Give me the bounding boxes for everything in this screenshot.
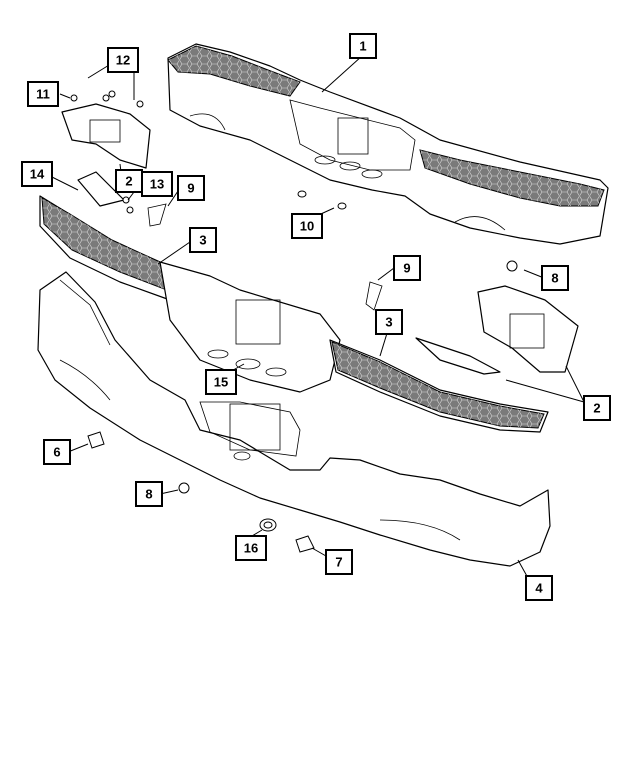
callout-3-upper: 3 xyxy=(189,227,217,253)
callout-9-upper-label: 9 xyxy=(187,181,194,196)
hardware xyxy=(70,90,518,553)
callout-13: 13 xyxy=(141,171,173,197)
callout-8-upper-label: 8 xyxy=(551,271,558,286)
callout-3-lower: 3 xyxy=(375,309,403,335)
bracket-right xyxy=(477,285,579,373)
callout-6: 6 xyxy=(43,439,71,465)
callout-8-lower: 8 xyxy=(135,481,163,507)
callout-4-label: 4 xyxy=(535,581,543,596)
callout-15: 15 xyxy=(205,369,237,395)
callout-2-lower: 2 xyxy=(583,395,611,421)
callout-16: 16 xyxy=(235,535,267,561)
callout-8-upper: 8 xyxy=(541,265,569,291)
callout-12: 12 xyxy=(107,47,139,73)
callout-15-label: 15 xyxy=(214,375,228,390)
callout-11: 11 xyxy=(27,81,59,107)
bracket-left xyxy=(61,103,151,169)
callout-2-lower-label: 2 xyxy=(593,401,600,416)
callout-16-label: 16 xyxy=(244,541,258,556)
callout-7-label: 7 xyxy=(335,555,342,570)
callout-2-upper: 2 xyxy=(115,169,143,193)
callout-3-lower-label: 3 xyxy=(385,315,392,330)
upper-bumper-assembly xyxy=(167,43,609,245)
callout-4: 4 xyxy=(525,575,553,601)
callout-1-label: 1 xyxy=(359,39,366,54)
step-pad-grille xyxy=(39,195,549,433)
callout-8-lower-label: 8 xyxy=(145,487,152,502)
callout-9-lower: 9 xyxy=(393,255,421,281)
callout-10: 10 xyxy=(291,213,323,239)
callout-9-upper: 9 xyxy=(177,175,205,201)
callout-7: 7 xyxy=(325,549,353,575)
callout-6-label: 6 xyxy=(53,445,60,460)
callout-12-label: 12 xyxy=(116,53,130,68)
callout-14-label: 14 xyxy=(30,167,45,182)
lower-bumper xyxy=(37,271,551,567)
callout-11-label: 11 xyxy=(36,87,50,102)
callout-1: 1 xyxy=(349,33,377,59)
callout-3-upper-label: 3 xyxy=(199,233,206,248)
callout-10-label: 10 xyxy=(300,219,314,234)
callout-9-lower-label: 9 xyxy=(403,261,410,276)
callout-2-upper-label: 2 xyxy=(125,174,132,189)
callout-13-label: 13 xyxy=(150,177,164,192)
callout-14: 14 xyxy=(21,161,53,187)
